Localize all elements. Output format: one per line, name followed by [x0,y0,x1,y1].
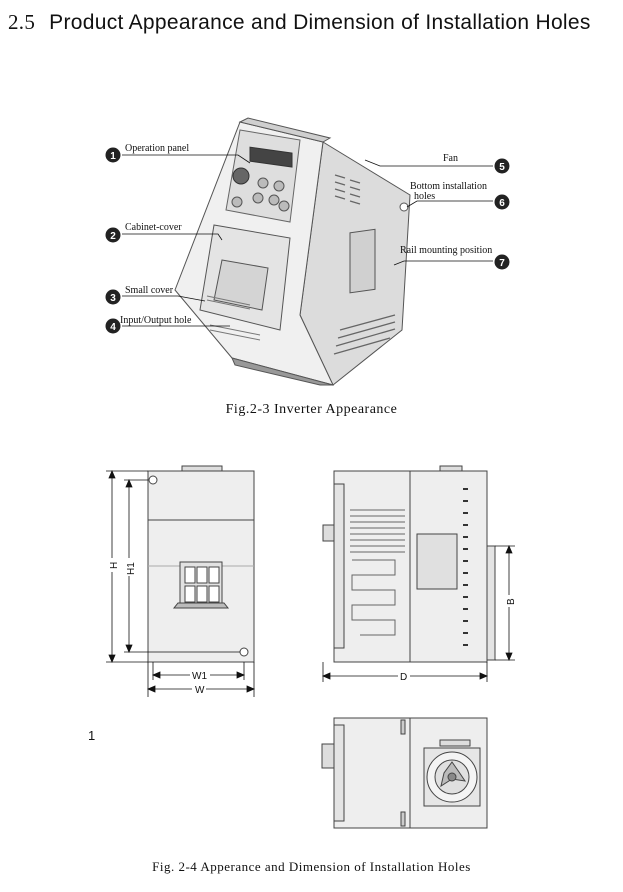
section-title-text: Product Appearance and Dimension of Inst… [49,11,591,34]
label-bottom-installation: Bottom installation [410,181,487,192]
dim-label-H1: H1 [126,562,137,575]
section-title: 2.5 Product Appearance and Dimension of I… [8,10,591,35]
dim-label-W1: W1 [192,671,207,682]
callout-num-6: 6 [499,198,505,209]
callout-lines [122,154,493,327]
callout-num-1: 1 [110,151,116,162]
callout-num-7: 7 [499,258,505,269]
figure1-caption: Fig.2-3 Inverter Appearance [225,402,398,417]
top-view [321,717,488,829]
dim-label-W: W [195,685,205,696]
callout-num-4: 4 [110,322,116,333]
dim-label-H: H [109,562,120,569]
callout-num-3: 3 [110,293,116,304]
callout-num-2: 2 [110,231,116,242]
dim-label-B: B [506,598,517,605]
dim-label-D: D [400,672,407,683]
side-view [322,465,496,663]
callout-num-5: 5 [499,162,505,173]
front-view [147,465,255,663]
label-small-cover: Small cover [125,285,174,296]
callout-badges: 1 2 3 4 5 6 7 [105,147,510,334]
section-number: 2.5 [8,10,36,34]
label-operation-panel: Operation panel [125,143,189,154]
label-rail-mounting: Rail mounting position [400,245,492,256]
side-number: 1 [88,728,96,743]
label-fan: Fan [443,153,458,164]
label-input-output-hole: Input/Output hole [120,315,192,326]
figure2-caption: Fig. 2-4 Apperance and Dimension of Inst… [152,859,471,874]
label-holes: holes [414,191,435,202]
label-cabinet-cover: Cabinet-cover [125,222,182,233]
inverter-illustration [174,117,411,386]
